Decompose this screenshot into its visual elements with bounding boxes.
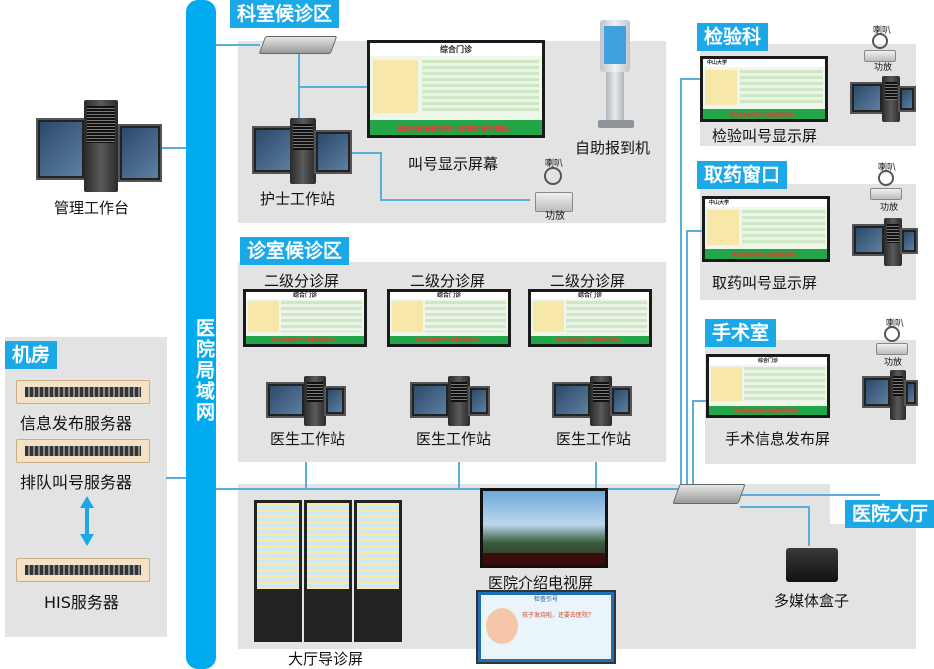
baby-image [486, 608, 518, 644]
keshi-amp-label: 功放 [545, 211, 565, 222]
call-screen-title: 综合门诊 [440, 45, 472, 54]
admin-workstation [36, 100, 162, 192]
triage-screen-label-1: 二级分诊屏 [264, 272, 340, 290]
link-pharm [686, 230, 704, 232]
lab-call-screen-label: 检验叫号显示屏 [712, 127, 818, 145]
hall-guide-label: 大厅导诊屏 [288, 650, 364, 668]
triage-screen-1: 综合门诊请过号患者前往护士站重新报到排队。 [243, 289, 367, 347]
lab-amp-label: 功放 [874, 63, 893, 73]
hall-info-panel: 检查引号 孩子发烧啦，还要去医院？ [476, 590, 616, 664]
queue-server-label: 排队叫号服务器 [20, 473, 133, 492]
lab-amplifier [864, 50, 896, 62]
call-screen-label: 叫号显示屏幕 [408, 155, 499, 173]
nurse-ws-label: 护士工作站 [260, 190, 336, 208]
his-server-label: HIS服务器 [44, 593, 119, 612]
surgery-amp-label: 功放 [884, 358, 903, 368]
link-jifang [166, 477, 188, 479]
lab-workstation [850, 76, 916, 122]
pharmacy-call-screen-label: 取药叫号显示屏 [712, 274, 818, 292]
doctor-workstation-1 [266, 376, 346, 426]
hall-intro-tv-label: 医院介绍电视屏 [488, 574, 594, 592]
hall-guide-kiosks [254, 500, 404, 642]
surgery-workstation [862, 370, 918, 420]
self-checkin-kiosk [596, 20, 636, 130]
zone-title-zhenshi: 诊室候诊区 [240, 237, 350, 265]
doctor-workstation-2 [410, 376, 490, 426]
queue-call-server [16, 439, 150, 463]
pharmacy-speaker-label: 喇叭 [878, 163, 897, 173]
hall-intro-tv [480, 488, 608, 568]
link-mediabox [740, 506, 810, 508]
link-right-trunk [680, 78, 682, 488]
keshi-speaker-icon [544, 167, 562, 185]
hall-panel-text: 孩子发烧啦，还要去医院？ [522, 612, 595, 619]
keshi-speaker-label: 喇叭 [545, 159, 564, 169]
pharmacy-amp-label: 功放 [880, 203, 899, 213]
link-lab [680, 78, 702, 80]
keshi-call-screen: 综合门诊 请过号患者前往护士站重新报到排队。 [367, 40, 545, 138]
link-surgery [692, 400, 708, 402]
zone-title-jianyan: 检验科 [697, 23, 769, 51]
link-keshi-switch [216, 44, 260, 46]
info-publish-server [16, 380, 150, 404]
link-keshi-drop [298, 52, 300, 132]
lab-speaker-icon [872, 33, 888, 49]
triage-screen-3: 综合门诊请过号患者前往护士站重新报到排队。 [528, 289, 652, 347]
zone-title-dating: 医院大厅 [845, 500, 934, 528]
nurse-workstation [252, 118, 352, 184]
link-zhenshi-ws1 [305, 462, 307, 488]
link-right-trunk3 [692, 400, 694, 488]
pharmacy-workstation [852, 218, 918, 266]
pharmacy-call-screen: 中山大学请过号患者前往护士站重新报到排队。 [702, 196, 830, 262]
link-hall-switch [740, 494, 880, 496]
link-nurse-amp-h [380, 199, 530, 201]
sync-arrow-icon [80, 496, 94, 546]
surgery-info-screen: 综合门诊请过号患者前往护士站重新报到排队。 [706, 354, 830, 418]
triage-screen-label-2: 二级分诊屏 [410, 272, 486, 290]
pharmacy-speaker-icon [878, 170, 894, 186]
surgery-amplifier [876, 343, 908, 355]
triage-screen-label-3: 二级分诊屏 [550, 272, 626, 290]
doctor-ws-label-1: 医生工作站 [270, 430, 346, 448]
info-server-label: 信息发布服务器 [20, 414, 133, 433]
zone-title-quyao: 取药窗口 [697, 161, 788, 189]
link-nurse-amp [352, 152, 382, 154]
zone-title-keshi: 科室候诊区 [230, 0, 340, 28]
triage-screen-2: 综合门诊请过号患者前往护士站重新报到排队。 [387, 289, 511, 347]
hall-panel-title: 检查引号 [533, 596, 558, 603]
link-nurse-amp-v [380, 152, 382, 200]
pharmacy-amplifier [870, 188, 902, 200]
multimedia-box-label: 多媒体盒子 [774, 592, 850, 610]
his-server [16, 558, 150, 582]
lab-call-screen: 中山大学请过号患者前往护士站重新报到排队。 [700, 56, 828, 122]
doctor-ws-label-3: 医生工作站 [556, 430, 632, 448]
surgery-speaker-label: 喇叭 [886, 319, 905, 329]
keshi-amplifier [535, 192, 573, 212]
keshi-network-switch [258, 36, 338, 54]
link-zhenshi-ws3 [595, 462, 597, 488]
hospital-lan-bar [186, 0, 216, 669]
surgery-screen-label: 手术信息发布屏 [725, 430, 831, 448]
doctor-workstation-3 [552, 376, 632, 426]
link-lan-right [216, 488, 676, 490]
link-right-trunk2 [686, 230, 688, 488]
lab-speaker-label: 喇叭 [873, 26, 892, 36]
multimedia-box [786, 548, 838, 582]
hospital-lan-label: 医院局域网 [193, 318, 215, 423]
link-mediabox-v [808, 506, 810, 546]
link-zhenshi-ws2 [458, 462, 460, 488]
hall-network-switch [672, 484, 746, 504]
zone-title-jifang: 机房 [5, 341, 58, 369]
doctor-ws-label-2: 医生工作站 [416, 430, 492, 448]
dating-zone-panel-right [820, 524, 916, 649]
zone-title-shoushu: 手术室 [705, 319, 777, 347]
call-screen-footer: 请过号患者前往护士站重新报到排队。 [396, 125, 516, 133]
link-admin [160, 147, 188, 149]
surgery-speaker-icon [884, 326, 900, 342]
kiosk-label: 自助报到机 [575, 139, 651, 157]
link-keshi-screen [300, 86, 368, 88]
admin-ws-label: 管理工作台 [54, 199, 130, 217]
